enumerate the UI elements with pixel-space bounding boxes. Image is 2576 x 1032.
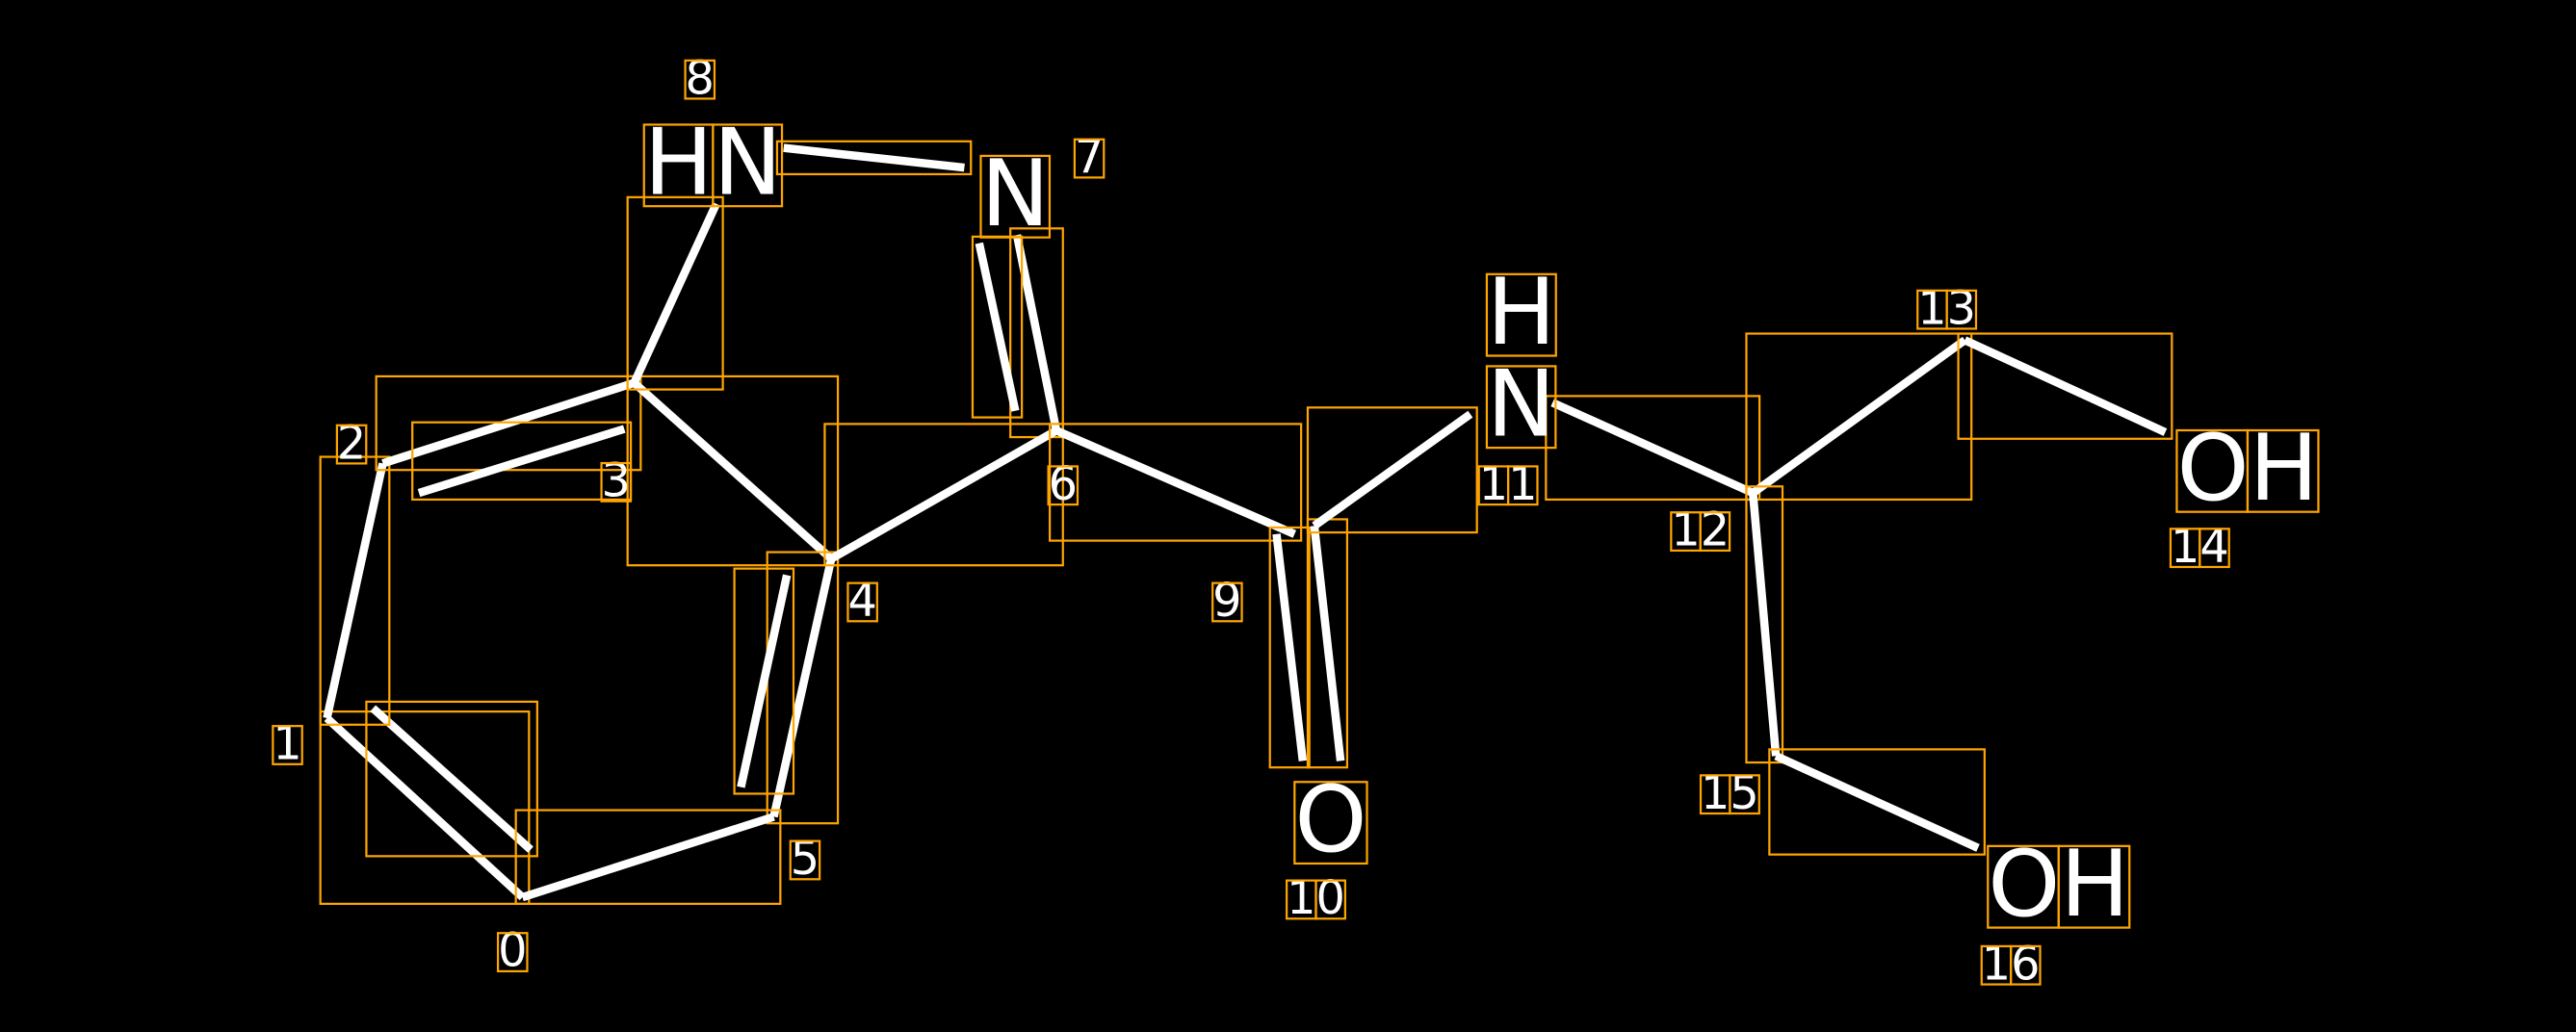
char-box	[2057, 844, 2131, 929]
atom-index-6: 6	[1047, 458, 1080, 511]
atom-index-1: 1	[272, 718, 303, 771]
bond-9-10-inner	[1310, 525, 1345, 761]
bond-12-13	[1750, 336, 1967, 497]
char-box	[1485, 365, 1557, 450]
bond-9-11	[1312, 410, 1473, 529]
atom-label-16: OH	[1987, 830, 2131, 938]
char-box	[1945, 289, 1978, 330]
bond-box	[775, 140, 973, 176]
bond-0-1	[324, 714, 526, 901]
atom-index-7: 7	[1073, 131, 1106, 184]
atom-index-10: 10	[1286, 872, 1346, 925]
bond-box	[823, 423, 1064, 567]
bond-9-10	[1272, 533, 1308, 761]
char-box	[335, 424, 368, 465]
bond-11-12	[1550, 399, 1756, 497]
char-box	[496, 932, 529, 973]
bond-box	[514, 809, 782, 905]
bond-2-3-inner	[417, 425, 626, 498]
bond-7-6	[1012, 234, 1061, 432]
bond-box	[1768, 748, 1986, 856]
char-box	[789, 839, 821, 881]
char-box	[1699, 511, 1731, 553]
char-box	[846, 581, 878, 623]
char-box	[712, 123, 784, 208]
atom-h-label-11: H	[1485, 258, 1557, 366]
atom-label-14: OH	[2175, 414, 2320, 522]
char-box	[272, 725, 303, 765]
bond-6-4	[829, 426, 1059, 563]
char-box	[2246, 428, 2320, 513]
atom-index-15: 15	[1699, 767, 1760, 820]
bond-box	[319, 455, 391, 726]
atom-index-2: 2	[335, 417, 368, 470]
atom-index-3: 3	[600, 455, 633, 508]
atom-label-10-text: O	[1294, 765, 1366, 873]
bond-box	[319, 710, 531, 905]
char-box	[1073, 138, 1106, 179]
bond-box	[1745, 485, 1784, 764]
bond-5-0	[521, 813, 775, 902]
bond-box	[626, 195, 724, 391]
bond-box	[1049, 423, 1303, 542]
atom-index-4: 4	[846, 575, 878, 628]
bond-box	[1306, 406, 1478, 534]
atom-index-9: 9	[1211, 575, 1243, 628]
char-box	[1729, 774, 1760, 815]
char-box	[2199, 528, 2230, 569]
char-box	[1506, 465, 1539, 506]
atom-label-7: N	[979, 140, 1052, 247]
bond-3-8	[630, 201, 720, 385]
bond-1-2	[323, 462, 387, 719]
atom-index-5: 5	[789, 833, 821, 886]
bond-box	[365, 700, 538, 858]
atom-index-13: 13	[1916, 282, 1978, 335]
atom-index-14: 14	[2169, 521, 2230, 574]
bond-box	[1745, 332, 1973, 502]
atom-label-7-text: N	[980, 140, 1049, 247]
bond-box	[375, 374, 642, 472]
atom-label-11: N	[1485, 349, 1557, 457]
atom-h-label-11-text: H	[1487, 258, 1556, 366]
bond-3-4	[631, 379, 835, 562]
char-box	[684, 59, 716, 100]
bond-8-7	[783, 143, 965, 172]
bond-box	[1957, 332, 2173, 440]
bond-box	[766, 551, 840, 825]
bond-12-15	[1749, 492, 1781, 757]
char-box	[1047, 465, 1080, 506]
atom-index-12: 12	[1670, 504, 1731, 557]
char-box	[2010, 944, 2042, 986]
bond-6-9	[1054, 426, 1297, 538]
bond-15-16	[1774, 752, 1980, 852]
char-box	[1211, 581, 1243, 623]
atom-index-8: 8	[684, 52, 716, 105]
atom-index-11: 11	[1477, 458, 1539, 511]
atom-label-10: O	[1293, 765, 1368, 873]
atom-index-16: 16	[1980, 938, 2042, 991]
char-box	[1293, 781, 1368, 865]
bond-4-5-inner	[737, 574, 792, 788]
char-box	[979, 154, 1052, 239]
bond-0-1-inner	[370, 705, 533, 853]
bonds-layer	[319, 140, 2173, 905]
bond-box	[1268, 526, 1311, 769]
bond-13-14	[1963, 336, 2168, 436]
atom-index-0: 0	[496, 925, 529, 978]
char-box	[600, 461, 633, 503]
char-box	[1485, 272, 1557, 357]
atom-label-11-text: N	[1487, 349, 1555, 457]
atom-label-8: HN	[642, 108, 784, 216]
bond-7-6-inner	[975, 242, 1020, 412]
bond-box	[626, 374, 840, 567]
bond-box	[411, 421, 633, 502]
char-box	[1314, 879, 1346, 920]
bond-box	[733, 567, 795, 795]
bond-4-5	[769, 557, 836, 818]
